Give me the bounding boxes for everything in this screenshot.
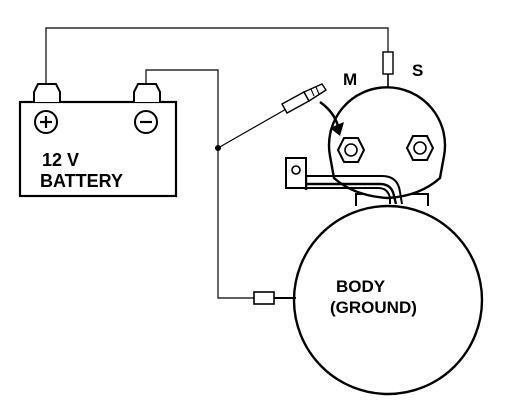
battery-negative-post bbox=[133, 83, 161, 102]
battery: 12 V BATTERY bbox=[18, 83, 178, 198]
m-lead-connector bbox=[281, 83, 327, 114]
battery-name-label: BATTERY bbox=[40, 171, 123, 191]
battery-positive-post bbox=[33, 83, 61, 102]
wire-junction-dot bbox=[215, 145, 221, 151]
s-terminal-label: S bbox=[412, 61, 423, 80]
starter-body-circle bbox=[292, 204, 484, 396]
wire-negative-to-ground bbox=[145, 69, 254, 299]
body-label: BODY bbox=[336, 277, 386, 296]
m-terminal-label: M bbox=[343, 70, 357, 89]
wire-junction-to-m-lead bbox=[217, 107, 289, 149]
solenoid: M S bbox=[285, 61, 447, 205]
battery-voltage-label: 12 V bbox=[42, 150, 79, 170]
m-connection-arrow bbox=[319, 100, 340, 127]
wire-positive-to-s-terminal bbox=[45, 27, 389, 86]
m-terminal-nut bbox=[336, 137, 366, 163]
starter-body: BODY (GROUND) bbox=[292, 193, 484, 396]
b-terminal-nut bbox=[405, 135, 435, 161]
ground-label: (GROUND) bbox=[330, 298, 417, 317]
ground-lead-connector bbox=[253, 291, 296, 305]
